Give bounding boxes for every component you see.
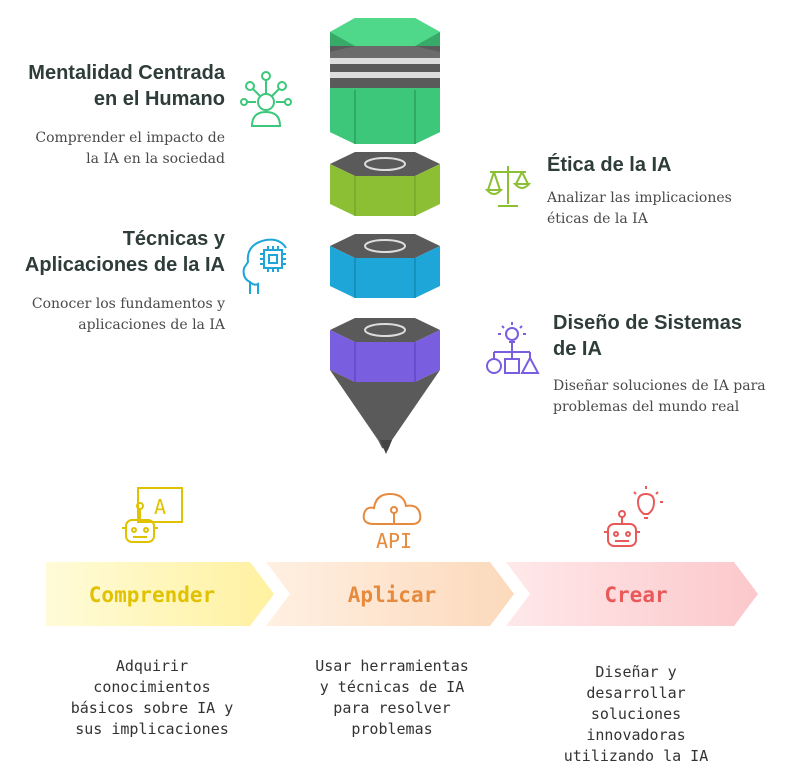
stage-label-crear: Crear [604, 583, 668, 607]
robot-text-icon: A [122, 487, 183, 543]
diseno-title-line2: de IA [553, 338, 602, 360]
stage-desc-aplicar-line: Usar herramientas [315, 657, 469, 675]
stack-layer-diseno [330, 318, 440, 454]
robot-text-icon-letter: A [154, 495, 166, 519]
stage-desc-crear: Diseñar y desarrollar soluciones innovad… [536, 662, 736, 767]
stage-desc-aplicar-line: y técnicas de IA [319, 678, 465, 696]
scales-icon [484, 166, 532, 207]
tecnicas-title-line2: Aplicaciones de la IA [24, 254, 225, 276]
stage-desc-crear-line: Diseñar y [595, 663, 677, 681]
layered-stack-diagram [330, 18, 440, 454]
stage-desc-aplicar: Usar herramientas y técnicas de IA para … [292, 656, 492, 740]
stack-layer-etica [330, 152, 440, 216]
human-network-icon [240, 71, 292, 127]
diseno-desc: Diseñar soluciones de IA para problemas … [553, 376, 788, 418]
tecnicas-desc: Conocer los fundamentos y aplicaciones d… [0, 294, 225, 336]
mentalidad-title-line1: Mentalidad Centrada [28, 62, 225, 84]
robot-idea-icon [604, 486, 663, 547]
mentalidad-title: Mentalidad Centrada en el Humano [0, 60, 225, 112]
stage-desc-aplicar-line: para resolver [333, 699, 451, 717]
cloud-api-icon-label: API [376, 529, 412, 553]
stage-desc-crear-line: utilizando la IA [563, 747, 709, 765]
stage-desc-comprender: Adquirir conocimientos básicos sobre IA … [52, 656, 252, 740]
stage-desc-comprender-line: básicos sobre IA y [70, 699, 234, 717]
stage-desc-comprender-line: conocimientos [93, 678, 211, 696]
stack-layer-tecnicas [330, 234, 440, 298]
stage-desc-crear-line: innovadoras [586, 726, 686, 744]
design-flow-icon [486, 322, 540, 374]
stage-label-comprender: Comprender [88, 583, 216, 607]
mentalidad-title-line2: en el Humano [93, 88, 225, 110]
diseno-title: Diseño de Sistemas de IA [553, 310, 788, 362]
diseno-desc-line2: problemas del mundo real [553, 399, 740, 415]
diseno-title-line1: Diseño de Sistemas [553, 312, 742, 334]
stack-layer-mentalidad [330, 18, 440, 144]
diseno-desc-line1: Diseñar soluciones de IA para [553, 378, 766, 394]
etica-desc-line1: Analizar las implicaciones [547, 190, 732, 206]
cloud-api-icon: API [362, 492, 422, 553]
mentalidad-desc: Comprender el impacto de la IA en la soc… [0, 128, 225, 170]
etica-desc-line2: éticas de la IA [547, 211, 648, 227]
chevron-comprender [46, 562, 274, 626]
chevron-crear [506, 562, 758, 626]
stage-label-aplicar: Aplicar [347, 583, 437, 607]
stage-desc-comprender-line: Adquirir [115, 657, 189, 675]
mentalidad-desc-line1: Comprender el impacto de [35, 130, 225, 146]
stage-desc-crear-line: soluciones [590, 705, 682, 723]
tecnicas-desc-line1: Conocer los fundamentos y [31, 296, 225, 312]
tecnicas-desc-line2: aplicaciones de la IA [78, 317, 225, 333]
etica-desc: Analizar las implicaciones éticas de la … [547, 188, 787, 230]
tecnicas-title-line1: Técnicas y [122, 228, 225, 250]
stage-desc-aplicar-line: problemas [351, 720, 433, 738]
tecnicas-title: Técnicas y Aplicaciones de la IA [0, 226, 225, 278]
chevron-aplicar [266, 562, 514, 626]
ai-head-chip-icon [242, 238, 287, 294]
stage-desc-crear-line: desarrollar [586, 684, 686, 702]
mentalidad-desc-line2: la IA en la sociedad [86, 151, 225, 167]
stage-desc-comprender-line: sus implicaciones [75, 720, 229, 738]
process-chevrons [46, 562, 758, 626]
etica-title: Ética de la IA [547, 154, 672, 176]
